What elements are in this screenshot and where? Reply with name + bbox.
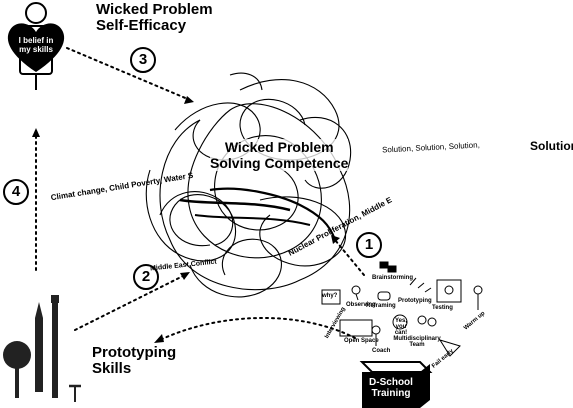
activity-observing: Observing bbox=[346, 302, 376, 308]
activity-brainstorming: Brainstorming bbox=[372, 275, 414, 281]
activity-open-space: Open Space bbox=[344, 338, 379, 344]
activity-sketches bbox=[321, 261, 483, 357]
step-1-badge: 1 bbox=[356, 232, 382, 258]
belief-text: I belief in my skills bbox=[10, 36, 62, 54]
prototyping-skills-line2: Skills bbox=[92, 360, 132, 377]
competence-title-line2: Solving Competence bbox=[210, 155, 349, 171]
person-heart-icon bbox=[7, 2, 65, 90]
step-3-badge: 3 bbox=[130, 47, 156, 73]
prototyping-tools-icon bbox=[3, 295, 81, 402]
activity-testing: Testing bbox=[432, 305, 453, 311]
dschool-box-icon bbox=[359, 361, 433, 408]
step-4-badge: 4 bbox=[3, 179, 29, 205]
bubble-why: why? bbox=[322, 293, 338, 299]
arrow-heads bbox=[32, 96, 340, 343]
prototyping-skills-line1: Prototyping bbox=[92, 344, 177, 361]
dschool-box-label: D-School Training bbox=[362, 377, 420, 399]
bubble-yes-you-can: Yes, you can! bbox=[394, 318, 408, 336]
dschool-label-line1: D-School bbox=[369, 377, 413, 388]
competence-title: Wicked Problem Solving Competence bbox=[210, 139, 349, 171]
prototyping-skills-title: Prototyping Skills bbox=[92, 345, 176, 377]
competence-title-line1: Wicked Problem bbox=[224, 139, 334, 155]
self-efficacy-title: Wicked Problem Self-Efficacy bbox=[96, 2, 213, 34]
step-2-badge: 2 bbox=[133, 264, 159, 290]
self-efficacy-title-line1: Wicked Problem bbox=[96, 1, 213, 18]
belief-text-line1: I belief in bbox=[18, 36, 54, 45]
dschool-label-line2: Training bbox=[371, 388, 411, 399]
activity-multidisciplinary-team: Multidisciplinary Team bbox=[393, 336, 441, 348]
self-efficacy-title-line2: Self-Efficacy bbox=[96, 17, 187, 34]
activity-coach: Coach bbox=[372, 348, 391, 354]
solution-final: Solution! bbox=[530, 139, 573, 153]
activity-reframing: Reframing bbox=[366, 303, 396, 309]
activity-prototyping: Prototyping bbox=[398, 298, 432, 304]
dotted-arrows bbox=[35, 47, 365, 341]
belief-text-line2: my skills bbox=[19, 45, 53, 54]
